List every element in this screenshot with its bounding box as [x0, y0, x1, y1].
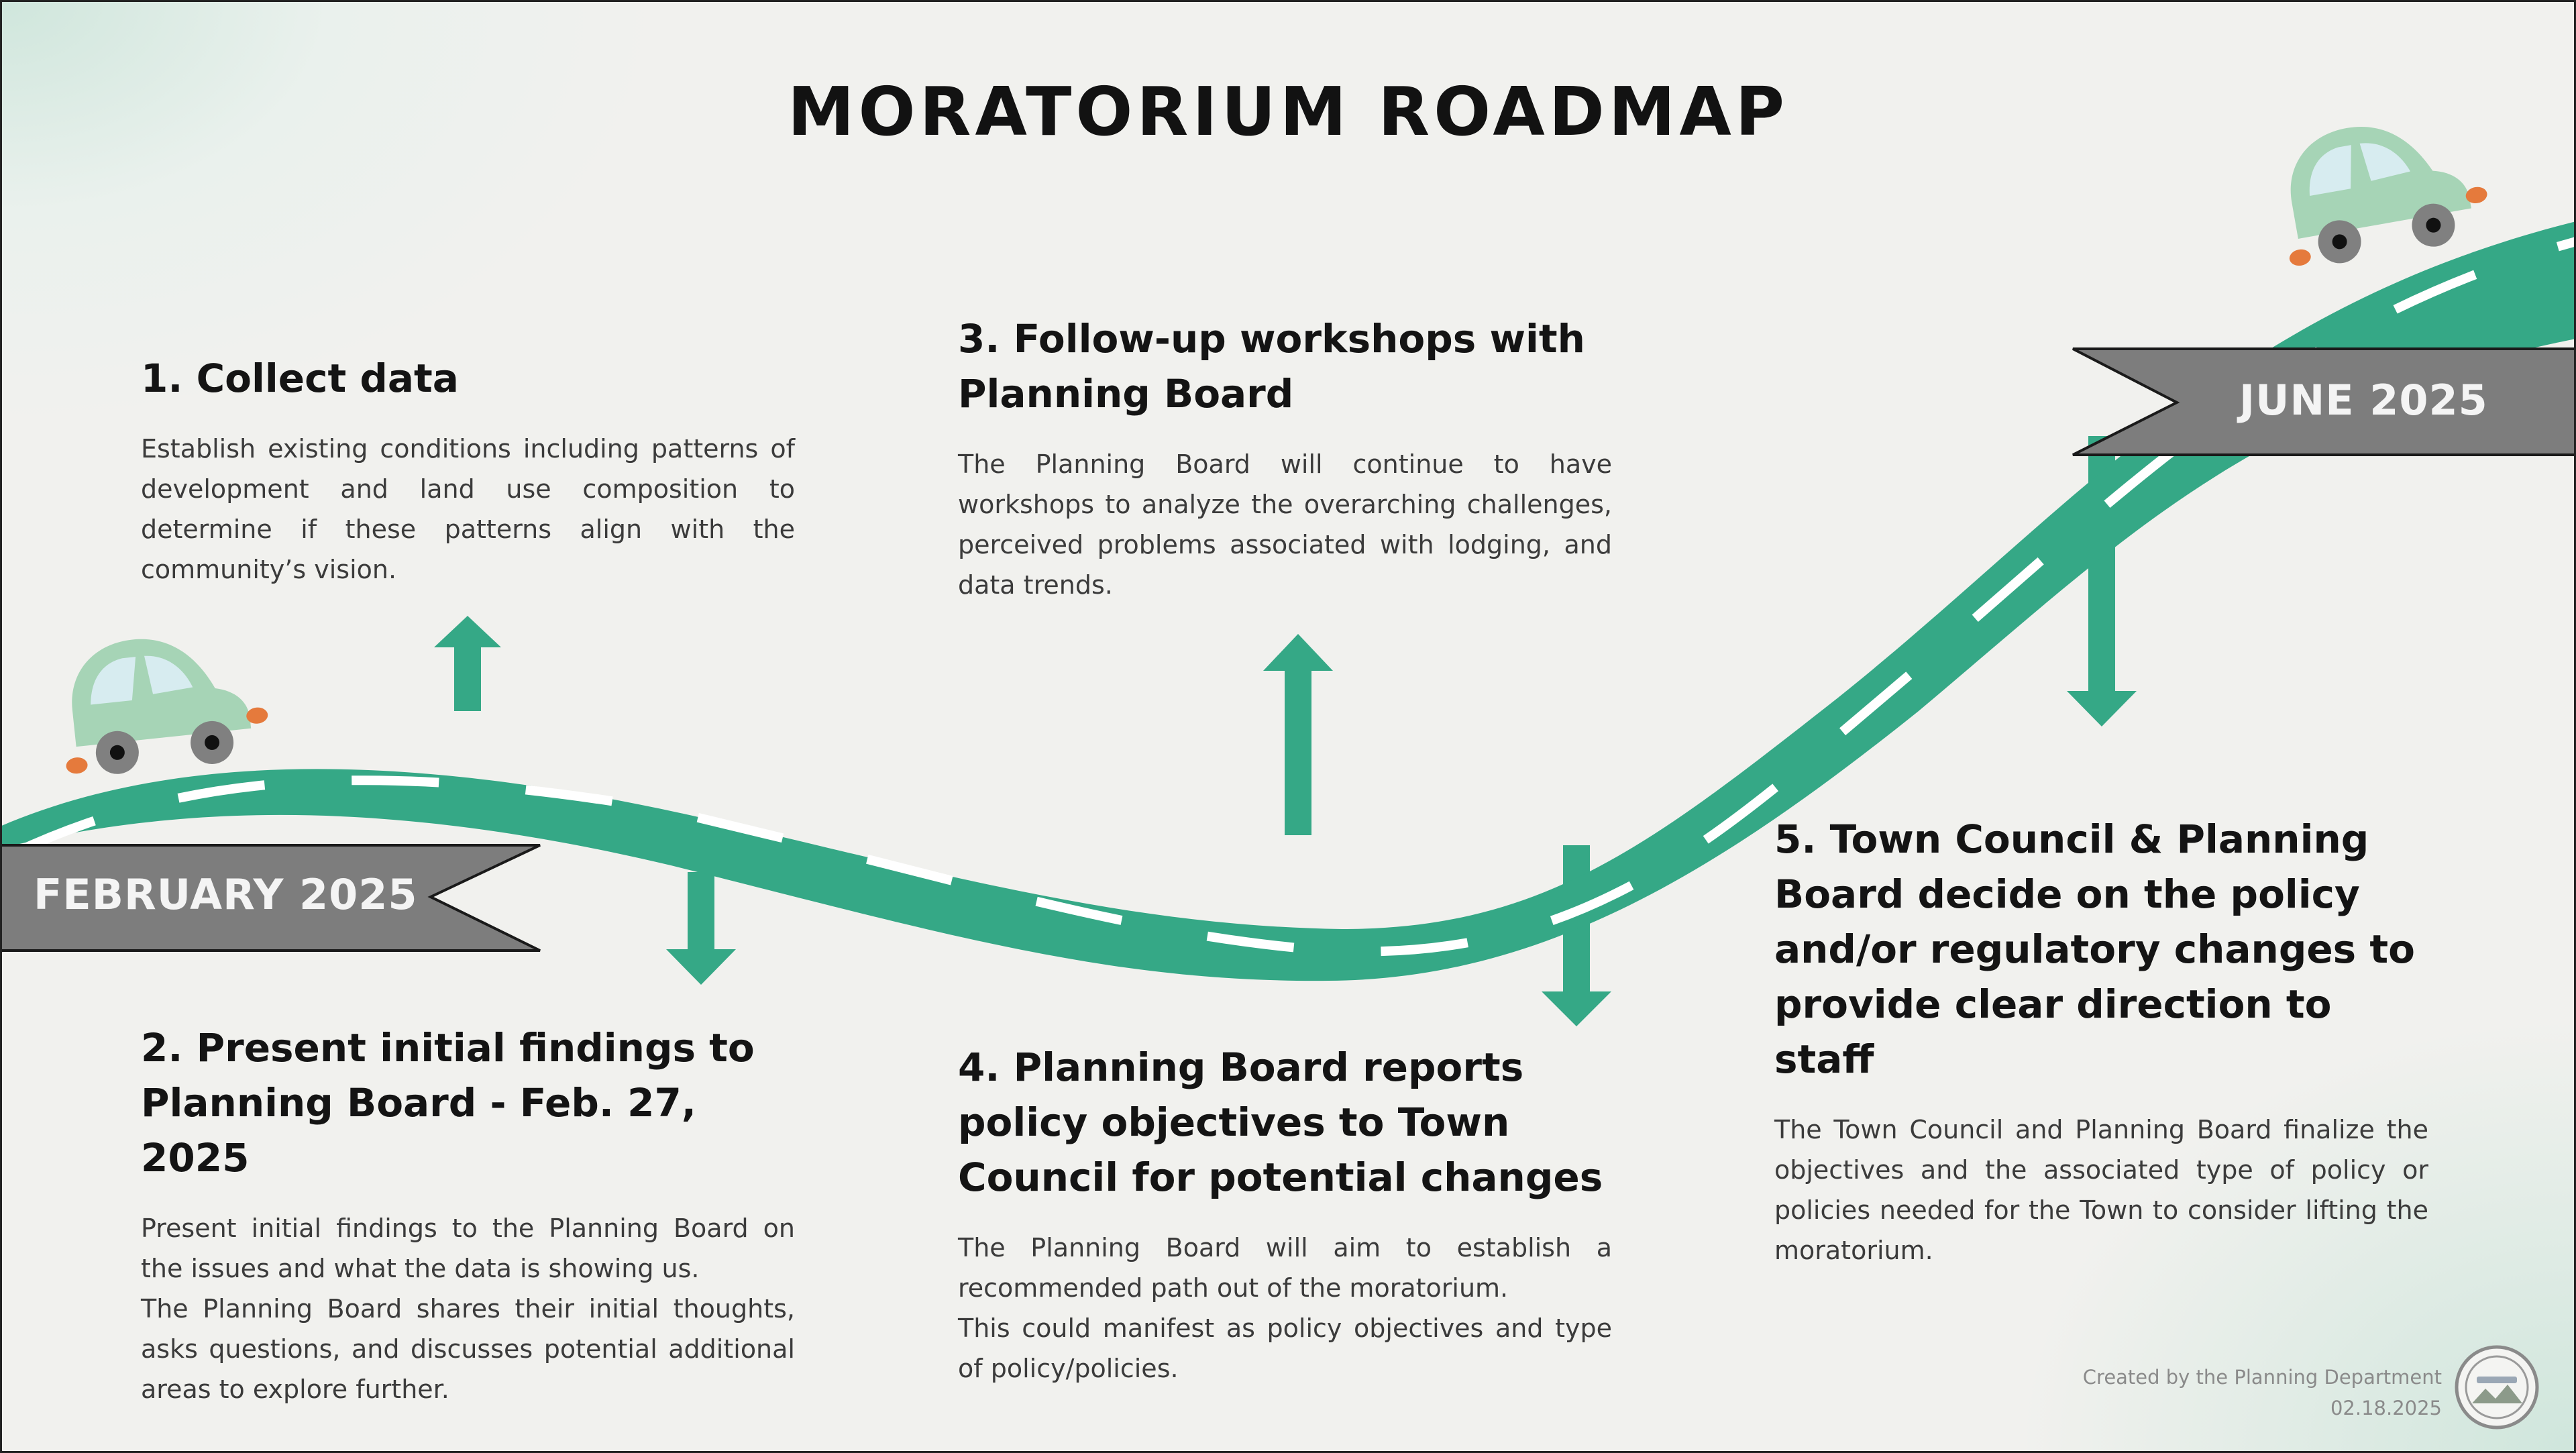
step-body: The Planning Board will continue to have…	[958, 449, 1612, 600]
step-4: 4. Planning Board reports policy objecti…	[958, 1040, 1612, 1389]
credit-line: Created by the Planning Department	[2082, 1366, 2442, 1389]
step-3: 3. Follow-up workshops with Planning Boa…	[958, 311, 1612, 605]
arrow-down-icon	[666, 872, 736, 985]
car-icon	[2289, 127, 2487, 266]
end-date-label: JUNE 2025	[2239, 376, 2488, 425]
step-5: 5. Town Council & Planning Board decide …	[1774, 812, 2428, 1271]
road-lane-dashes	[11, 237, 2576, 957]
step-body: Establish existing conditions including …	[141, 434, 795, 584]
step-body: Present initial findings to the Planning…	[141, 1214, 795, 1283]
town-seal-icon	[2455, 1345, 2539, 1430]
step-heading: 5. Town Council & Planning Board decide …	[1774, 816, 2415, 1082]
step-body-continued: This could manifest as policy objectives…	[958, 1313, 1612, 1383]
step-body: The Town Council and Planning Board fina…	[1774, 1115, 2428, 1265]
step-2: 2. Present initial findings to Planning …	[141, 1020, 795, 1409]
end-banner	[2072, 347, 2576, 456]
start-date-label: FEBRUARY 2025	[34, 870, 418, 919]
arrow-up-icon	[1263, 634, 1333, 835]
credit-date: 02.18.2025	[2330, 1397, 2442, 1419]
car-icon	[66, 639, 268, 774]
start-banner	[0, 844, 541, 952]
step-body-continued: The Planning Board shares their initial …	[141, 1294, 795, 1404]
step-heading: 3. Follow-up workshops with Planning Boa…	[958, 316, 1585, 417]
step-heading: 4. Planning Board reports policy objecti…	[958, 1044, 1603, 1200]
step-1: 1. Collect data Establish existing condi…	[141, 351, 795, 590]
credit-block: Created by the Planning Department 02.18…	[2083, 1362, 2442, 1423]
page-title: MORATORIUM ROADMAP	[787, 72, 1789, 151]
step-body: The Planning Board will aim to establish…	[958, 1233, 1612, 1303]
arrow-up-icon	[434, 616, 501, 711]
step-heading: 1. Collect data	[141, 356, 459, 401]
step-heading: 2. Present initial findings to Planning …	[141, 1025, 755, 1181]
